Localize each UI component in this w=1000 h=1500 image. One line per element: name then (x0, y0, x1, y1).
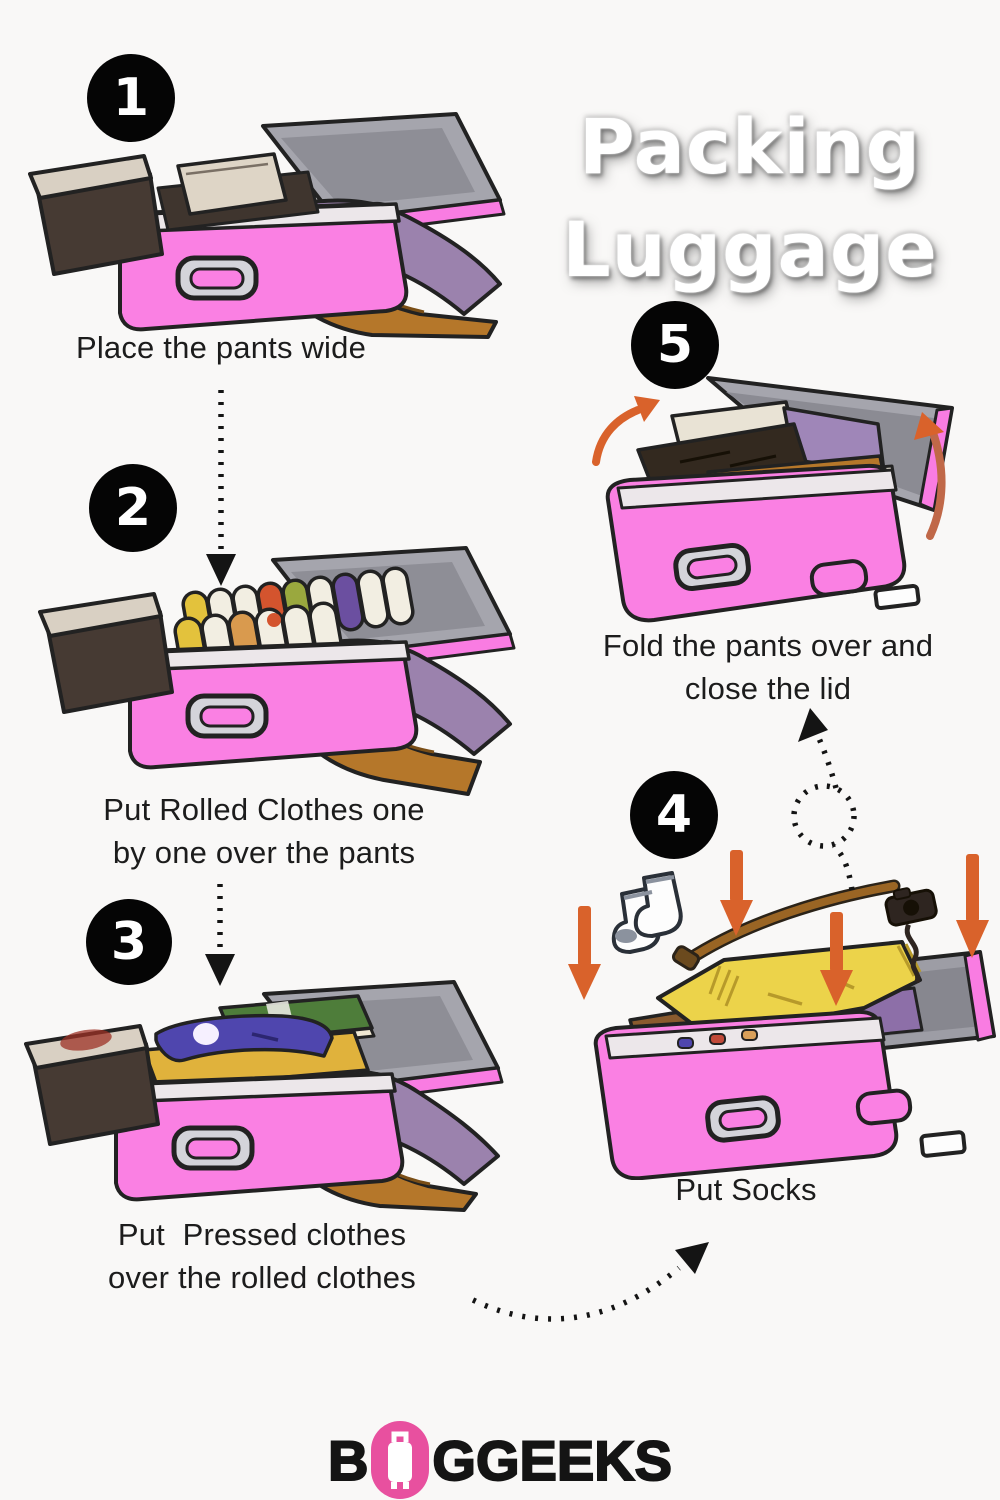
step-3-illustration (24, 980, 504, 1212)
step-3-caption: Put Pressed clothes over the rolled clot… (108, 1217, 416, 1295)
logo-text-suffix: GGEEKS (431, 1428, 673, 1493)
suitcase-handle (171, 1125, 255, 1171)
suitcase-body (126, 639, 419, 770)
camera-icon (884, 887, 938, 984)
side-box (28, 154, 164, 276)
step-5-caption: Fold the pants over and close the lid (602, 628, 934, 706)
belt-icon (671, 879, 901, 971)
title-line-2: Luggage (562, 204, 938, 294)
step-4-caption: Put Socks (675, 1172, 817, 1207)
page-title: Packing Luggage (540, 95, 960, 301)
suitcase-handle (185, 693, 269, 739)
step-3-number: 3 (110, 912, 148, 972)
suitcase-handle (673, 542, 751, 592)
suitcase-body (116, 201, 409, 332)
suitcase-icon (371, 1421, 430, 1499)
step-2-badge: 2 (89, 464, 177, 552)
step-1-number: 1 (112, 68, 150, 128)
step-4-badge: 4 (630, 771, 718, 859)
step-2-caption: Put Rolled Clothes one by one over the p… (103, 792, 425, 870)
flow-arrow-step3-to-step4 (471, 1242, 709, 1322)
logo-text-prefix: B (327, 1428, 369, 1493)
suitcase-handle (175, 255, 259, 301)
step-1-illustration (28, 112, 506, 339)
step-3-badge: 3 (86, 899, 172, 985)
flow-arrow-step2-to-step3 (205, 884, 235, 986)
flow-arrow-step1-to-step2 (206, 390, 236, 586)
suitcase-body (593, 1009, 899, 1180)
side-box (24, 1024, 160, 1146)
suitcase-foot (919, 1130, 967, 1158)
pack-down-arrows (568, 850, 989, 1006)
title-line-1: Packing (578, 101, 922, 191)
step-2-number: 2 (114, 478, 152, 538)
step-1-caption: Place the pants wide (75, 330, 367, 365)
step-4-number: 4 (655, 785, 693, 845)
suitcase-handle (705, 1095, 781, 1143)
close-arrow-left (592, 396, 660, 466)
socks-icon (611, 871, 683, 954)
close-arrow-right (914, 412, 946, 540)
side-handle (855, 1088, 913, 1126)
step-5-number: 5 (656, 315, 694, 375)
step-5-illustration (592, 376, 954, 623)
suitcase-foot (873, 583, 921, 611)
brand-logo: B GGEEKS (0, 1420, 1000, 1500)
open-suitcase-lid (261, 112, 506, 236)
step-4-illustration (568, 850, 996, 1180)
step-1-badge: 1 (87, 54, 175, 142)
side-box (38, 592, 174, 714)
step-2-illustration (38, 546, 516, 796)
inner-packing-box (156, 152, 320, 232)
step-5-badge: 5 (631, 301, 719, 389)
flow-arrow-step4-to-step5 (791, 708, 857, 891)
suitcase-body (112, 1071, 405, 1202)
side-handle (809, 559, 869, 597)
suitcase-body (605, 463, 907, 623)
